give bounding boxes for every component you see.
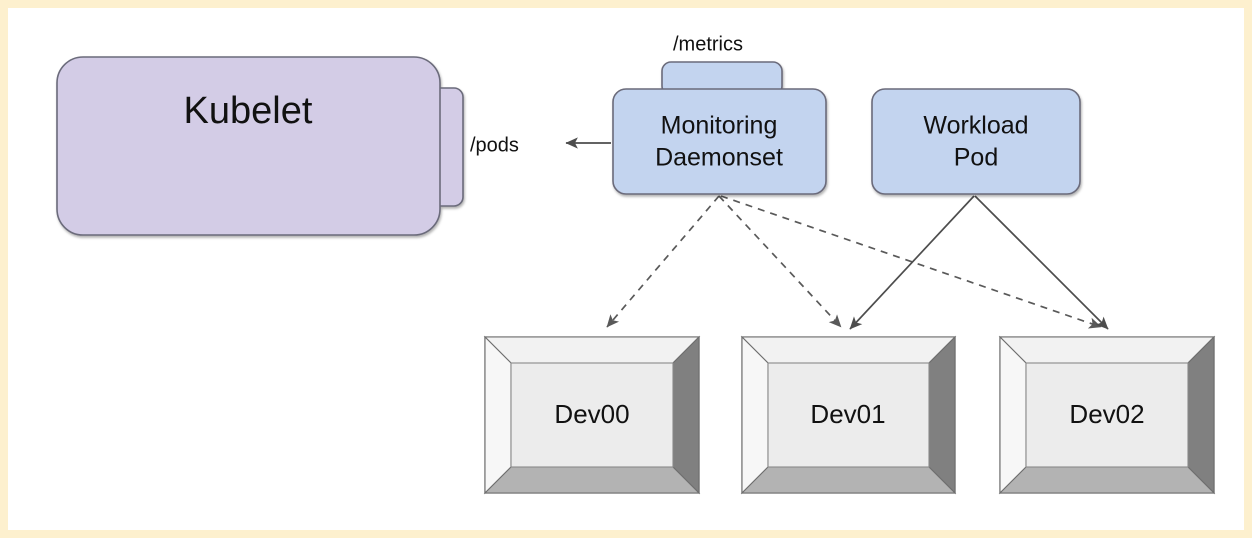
node-dev00[interactable]: Dev00: [483, 335, 701, 495]
dev02-face[interactable]: [1025, 362, 1189, 468]
monitoring-daemonset-label-line2: Daemonset: [655, 144, 783, 172]
dev00-face[interactable]: [510, 362, 674, 468]
dev01-face[interactable]: [767, 362, 930, 468]
workload-pod-body[interactable]: [871, 88, 1081, 195]
metrics-port-label: /metrics: [673, 33, 743, 55]
workload-pod-label-line2: Pod: [954, 144, 998, 172]
node-dev01[interactable]: Dev01: [740, 335, 957, 495]
dev02-label: Dev02: [1069, 399, 1144, 429]
kubelet-label: Kubelet: [184, 90, 313, 132]
monitoring-daemonset-label-line1: Monitoring: [661, 112, 778, 140]
node-dev02[interactable]: Dev02: [998, 335, 1216, 495]
pods-port-label: /pods: [470, 134, 519, 156]
dev01-label: Dev01: [810, 399, 885, 429]
kubelet-body[interactable]: [56, 56, 441, 236]
dev00-label: Dev00: [554, 399, 629, 429]
node-monitoring-daemonset[interactable]: Monitoring Daemonset: [612, 61, 827, 195]
node-workload-pod[interactable]: Workload Pod: [871, 88, 1081, 195]
edge-layer: [565, 137, 1109, 330]
edge-workload-to-dev02[interactable]: [974, 195, 1109, 330]
edge-monitoring-to-dev02[interactable]: [720, 195, 1102, 329]
edge-monitoring-to-dev00[interactable]: [606, 195, 720, 328]
node-kubelet[interactable]: Kubelet: [56, 56, 464, 236]
workload-pod-label-line1: Workload: [923, 112, 1028, 140]
edge-monitoring-to-dev01[interactable]: [718, 195, 842, 328]
edge-workload-to-dev01[interactable]: [849, 195, 975, 330]
monitoring-daemonset-body[interactable]: [612, 88, 827, 195]
